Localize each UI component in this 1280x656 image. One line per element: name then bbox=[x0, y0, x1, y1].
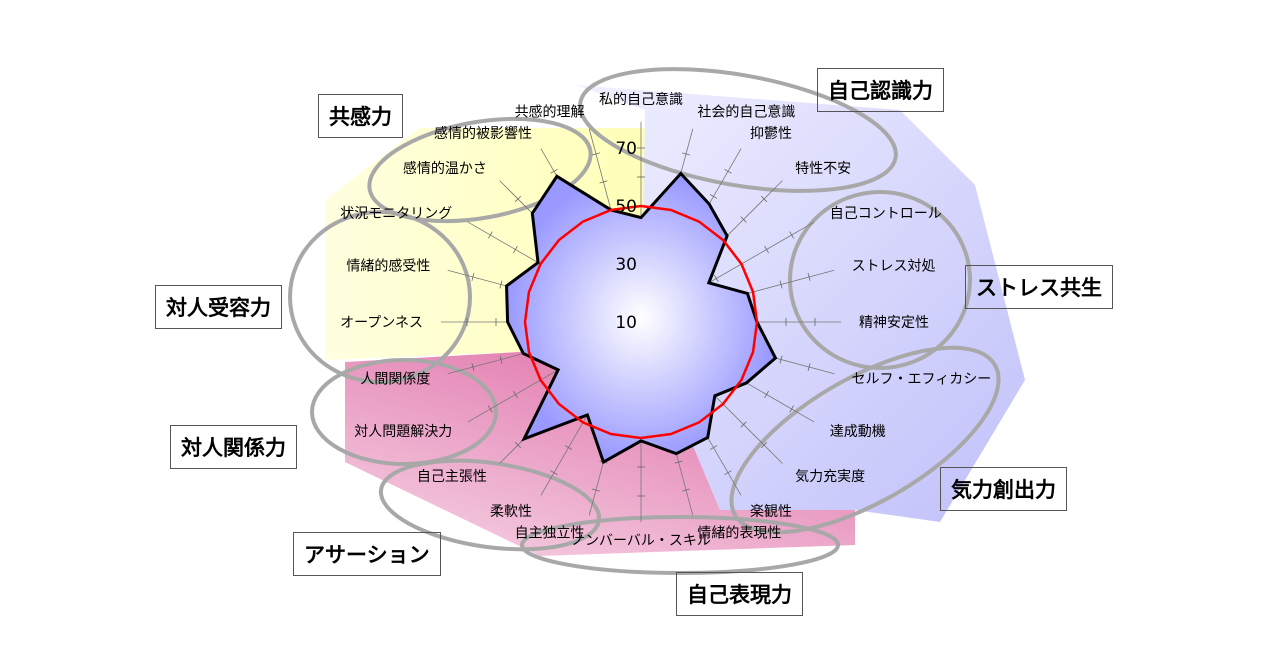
axis-label: 感情的被影響性 bbox=[434, 125, 532, 142]
axis-tick bbox=[740, 216, 747, 223]
axis-label: 特性不安 bbox=[795, 161, 851, 177]
group-ellipse bbox=[288, 210, 472, 384]
axis-tick bbox=[789, 231, 795, 239]
axis-label: 社会的自己意識 bbox=[697, 103, 795, 120]
group-ellipse bbox=[788, 190, 972, 370]
axis-tick bbox=[471, 363, 475, 372]
axis-tick bbox=[591, 488, 600, 492]
axis-tick bbox=[514, 195, 522, 203]
axis-tick bbox=[682, 488, 691, 492]
group-ellipse bbox=[367, 116, 593, 224]
axis-tick bbox=[724, 470, 732, 476]
axis-tick bbox=[514, 441, 522, 449]
series-reference bbox=[523, 204, 759, 440]
axis-label: 情緒的表現性 bbox=[697, 526, 781, 542]
group-label: 対人受容力 bbox=[155, 285, 282, 329]
r-tick-label: 30 bbox=[615, 255, 637, 275]
axis-tick bbox=[599, 180, 608, 184]
axis-label: 自己コントロール bbox=[830, 206, 942, 222]
axis-label: 自主独立性 bbox=[515, 526, 585, 542]
axis-label: 精神安定性 bbox=[859, 315, 929, 331]
group-ellipse bbox=[729, 345, 1001, 535]
axis-label: 達成動機 bbox=[830, 424, 886, 440]
group-label: 自己表現力 bbox=[676, 572, 803, 616]
group-label: 共感力 bbox=[318, 94, 403, 138]
axis-tick bbox=[764, 390, 769, 399]
axis-label: 楽観性 bbox=[750, 503, 792, 520]
axis-label: オープンネス bbox=[340, 315, 423, 331]
series-score bbox=[505, 171, 778, 465]
group-ellipse bbox=[578, 67, 898, 193]
axis-label: 共感的理解 bbox=[515, 103, 585, 120]
axis-label: セルフ・エフィカシー bbox=[852, 371, 992, 387]
axis-tick bbox=[513, 390, 518, 399]
group-ellipse bbox=[310, 358, 498, 466]
group-label: ストレス共生 bbox=[965, 265, 1113, 309]
axis-tick bbox=[487, 231, 493, 239]
axis-label: 自己主張性 bbox=[417, 469, 487, 485]
axis-label: 抑鬱性 bbox=[750, 126, 792, 142]
axis-label: 状況モニタリング bbox=[340, 206, 452, 222]
axis-label: 対人問題解決力 bbox=[354, 424, 452, 440]
axis-label: 柔軟性 bbox=[490, 504, 532, 520]
axis-label: 私的自己意識 bbox=[599, 91, 683, 108]
group-label: 気力創出力 bbox=[940, 467, 1067, 511]
axis-tick bbox=[682, 152, 691, 156]
axis-tick bbox=[591, 152, 600, 156]
axis-label: 気力充実度 bbox=[795, 469, 865, 485]
axis-tick bbox=[709, 445, 718, 450]
r-tick-label: 50 bbox=[615, 197, 637, 217]
axis-tick bbox=[760, 441, 768, 449]
axis-label: ノンバーバル・スキル bbox=[571, 533, 711, 549]
axis-tick bbox=[499, 280, 503, 289]
axis-tick bbox=[713, 274, 719, 283]
axis-tick bbox=[789, 405, 795, 413]
axis-tick bbox=[513, 245, 518, 254]
axis-tick bbox=[779, 280, 783, 289]
axis-tick bbox=[499, 355, 503, 364]
axis-tick bbox=[709, 194, 718, 199]
axis-tick bbox=[487, 405, 493, 413]
axis-tick bbox=[807, 363, 811, 372]
axis-tick bbox=[764, 245, 769, 254]
axis-tick bbox=[550, 168, 558, 174]
group-label: 自己認識力 bbox=[817, 68, 944, 112]
axis-label: 情緒的感受性 bbox=[346, 258, 430, 275]
axis-label: 人間関係度 bbox=[360, 371, 430, 387]
axis-tick bbox=[807, 272, 811, 281]
axis-tick bbox=[471, 272, 475, 281]
axis-tick bbox=[779, 355, 783, 364]
axis-tick bbox=[760, 195, 768, 203]
axis-tick bbox=[564, 445, 573, 450]
axis-label: ストレス対処 bbox=[852, 259, 936, 275]
group-label: アサーション bbox=[293, 532, 441, 576]
axis-tick bbox=[724, 168, 732, 174]
axis-tick bbox=[740, 421, 747, 428]
axis-tick bbox=[674, 460, 683, 464]
r-tick-label: 10 bbox=[615, 313, 637, 333]
axis-tick bbox=[550, 470, 558, 476]
group-ellipse bbox=[520, 515, 840, 575]
group-label: 対人関係力 bbox=[170, 425, 297, 469]
axis-label: 感情的温かさ bbox=[403, 160, 487, 177]
r-tick-label: 70 bbox=[615, 139, 637, 159]
